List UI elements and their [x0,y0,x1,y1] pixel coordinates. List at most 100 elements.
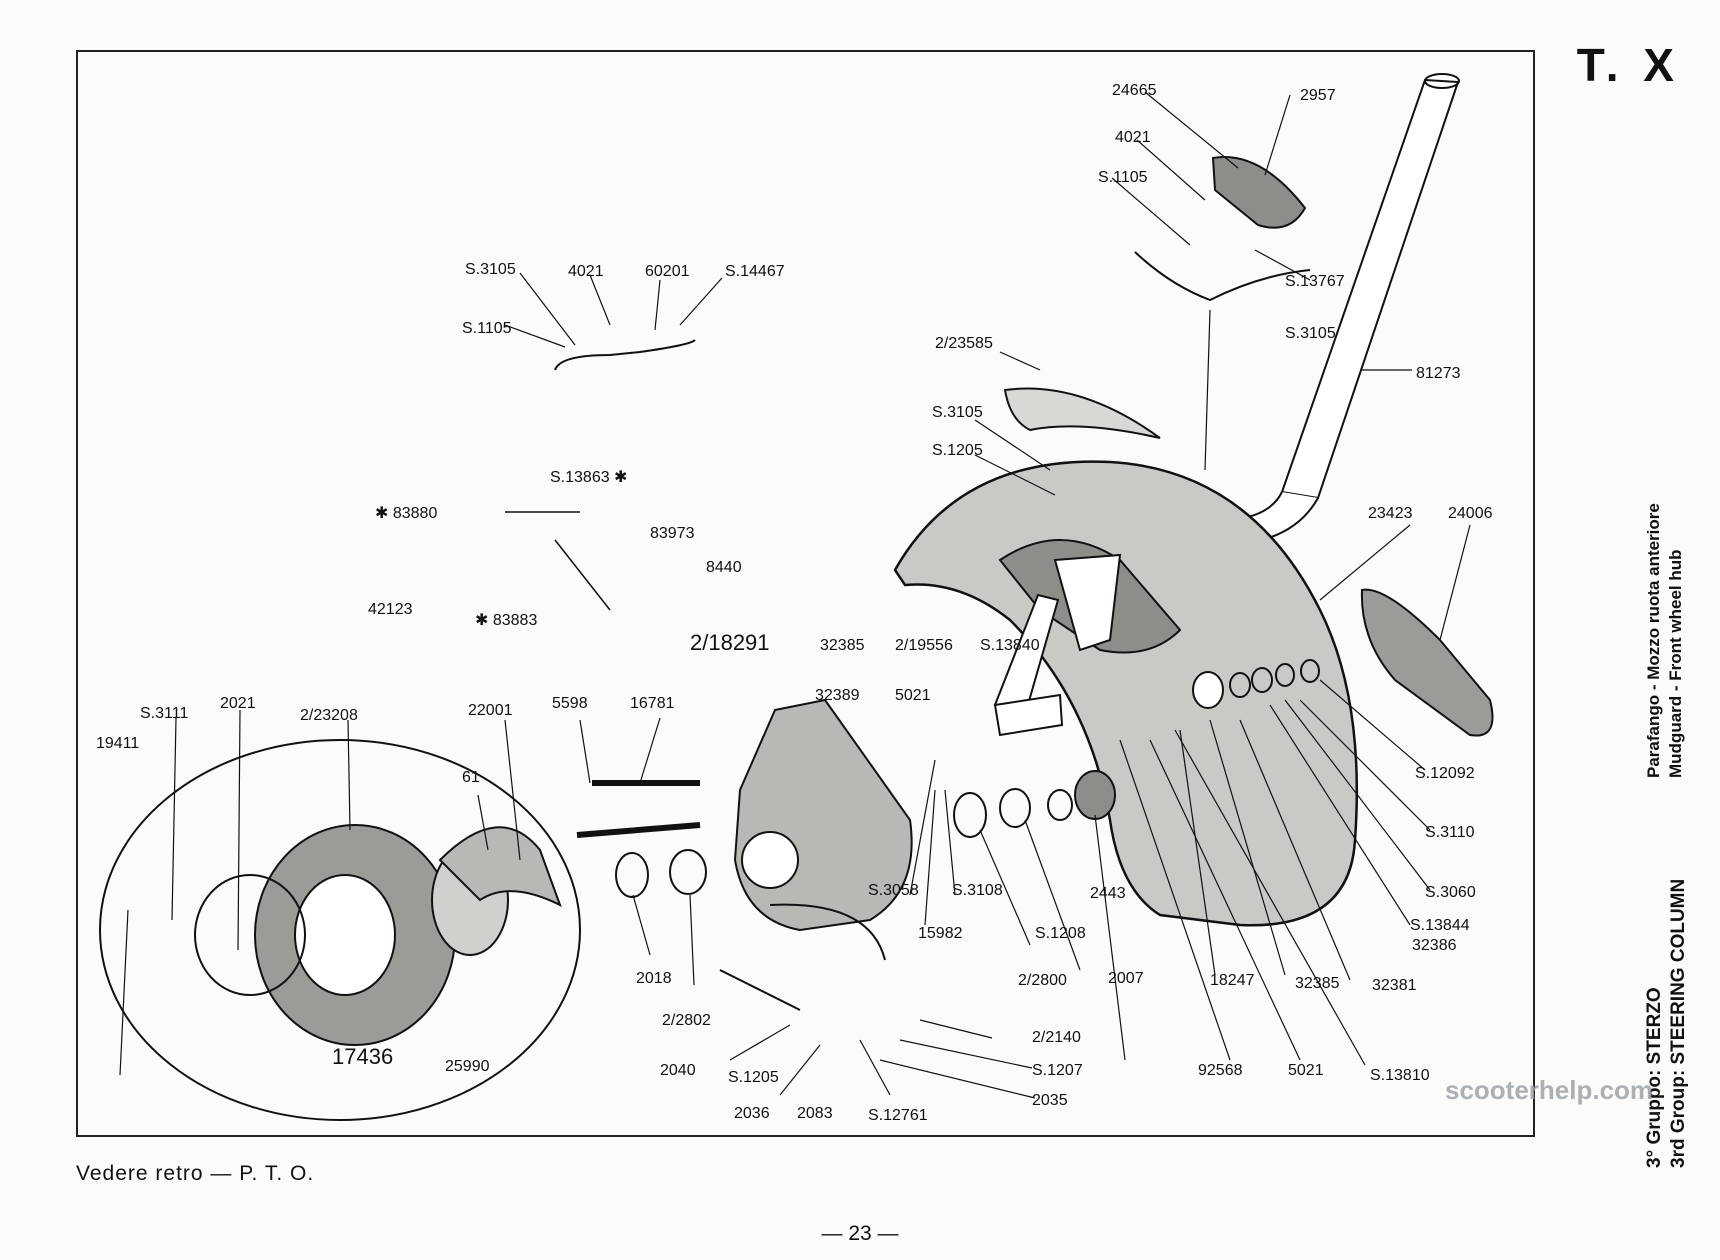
rubber-buffer [1360,588,1494,737]
label-2-18291: 2/18291 [690,630,770,655]
label-2021: 2021 [220,695,256,712]
label-2-2140: 2/2140 [1032,1029,1081,1046]
label-32381: 32381 [1372,977,1417,994]
cable-leader [554,539,611,611]
label-s-12092: S.12092 [1415,765,1475,782]
label-32386: 32386 [1412,937,1457,954]
washer-s-12092b [1300,659,1320,683]
group-english: 3rd Group: STEERING COLUMN [1668,878,1689,1168]
label-2040: 2040 [660,1062,696,1079]
shaft-5598 [576,822,701,838]
brake-shoes [438,826,562,908]
label-92568: 92568 [1198,1062,1243,1079]
label-2083: 2083 [797,1105,833,1122]
label-s-12761: S.12761 [868,1107,928,1124]
brake-cable [719,969,801,1011]
washer-s-3060 [1229,672,1251,698]
label-s-3108: S.3108 [952,882,1003,899]
label-25990: 25990 [445,1058,490,1075]
label-5021-top: 5021 [895,687,931,704]
label-s-13863: S.13863 ✱ [550,469,627,486]
label-s-1207: S.1207 [1032,1062,1083,1079]
label-32389: 32389 [815,687,860,704]
label-s-1205-mid: S.1205 [932,442,983,459]
brake-drum-hub [294,874,396,996]
brace-top-left [554,339,696,371]
brace-hub [769,903,886,961]
label-19411: 19411 [96,735,139,752]
label-2007: 2007 [1108,970,1144,987]
mudguard [893,460,1359,927]
label-2-2800: 2/2800 [1018,972,1067,989]
label-s-3111: S.3111 [140,705,188,722]
brace-top-right [1134,251,1311,302]
label-32385-bottom: 32385 [1295,975,1340,992]
plate-number: T. X [1576,39,1680,91]
label-s-3058: S.3058 [868,882,919,899]
ring-s-1208 [999,788,1031,828]
label-8440: 8440 [706,559,742,576]
label-4021-top: 4021 [1115,129,1151,146]
label-16781: 16781 [630,695,675,712]
cap-92568 [1074,770,1116,820]
label-s-13840: S.13840 [980,637,1040,654]
leader-lines [119,91,1471,1099]
label-81273: 81273 [1416,365,1461,382]
description-english: Mudguard - Front wheel hub [1666,549,1685,778]
steering-column-top [1424,73,1460,89]
page-number: — 23 — [821,1222,899,1245]
part-labels: 24665 2957 4021 S.1105 S.13767 S.3105 81… [96,82,1493,1124]
label-s-13844: S.13844 [1410,917,1470,934]
label-2-23585: 2/23585 [935,335,993,352]
label-4021-left: 4021 [568,263,604,280]
label-61: 61 [462,769,480,786]
label-2018: 2018 [636,970,672,987]
label-15982: 15982 [918,925,963,942]
label-s-1105-left: S.1105 [462,320,512,337]
label-32385-top: 32385 [820,637,865,654]
label-2957: 2957 [1300,87,1336,104]
label-2035: 2035 [1032,1092,1068,1109]
label-s-3110: S.3110 [1425,824,1475,841]
label-22001: 22001 [468,702,513,719]
bearing-2-2802 [669,849,707,895]
label-s-14467: S.14467 [725,263,785,280]
label-18247: 18247 [1210,972,1255,989]
label-s-3060: S.3060 [1425,884,1476,901]
bearing-s-3108 [953,792,987,838]
label-s-3105-left: S.3105 [465,261,516,278]
description-italian: Parafango - Mozzo ruota anteriore [1644,503,1663,778]
brake-drum-face [194,874,306,996]
label-2-2802: 2/2802 [662,1012,711,1029]
label-24006: 24006 [1448,505,1493,522]
label-23423: 23423 [1368,505,1413,522]
mudguard-bracket [1053,553,1122,652]
label-5021-bottom: 5021 [1288,1062,1324,1079]
seal-2018 [615,852,649,898]
label-42123: 42123 [368,601,413,618]
label-83883: ✱ 83883 [475,612,537,629]
label-60201: 60201 [645,263,690,280]
crest-trim [1003,387,1161,439]
label-s-3105-mid: S.3105 [932,404,983,421]
hub-carrier-bore [741,831,799,889]
label-2-19556: 2/19556 [895,637,953,654]
label-s-1205-bottom: S.1205 [728,1069,779,1086]
label-s-1105-top: S.1105 [1098,169,1148,186]
label-2036: 2036 [734,1105,770,1122]
label-s-13767: S.13767 [1285,273,1345,290]
label-2-23208: 2/23208 [300,707,358,724]
washer-s-3110 [1251,667,1273,693]
label-s-13810: S.13810 [1370,1067,1430,1084]
badge-plate [1211,156,1307,229]
wheel-rim-outline [99,739,581,1121]
label-17436: 17436 [332,1044,393,1069]
site-watermark: scooterhelp.com [1445,1075,1654,1105]
label-83880: ✱ 83880 [375,505,437,522]
label-s-3105-top: S.3105 [1285,325,1336,342]
washer-s-12092 [1275,663,1295,687]
nut-2007 [1047,789,1073,821]
bearing-32385 [1192,671,1224,709]
